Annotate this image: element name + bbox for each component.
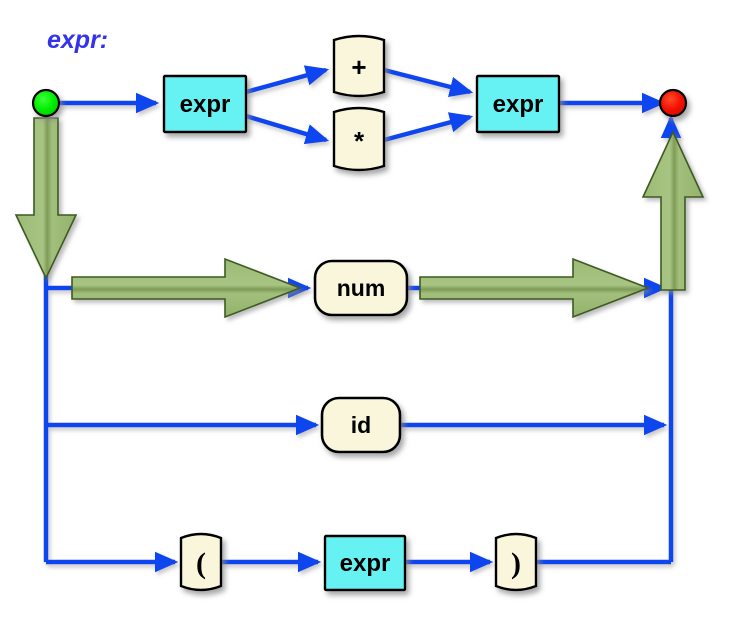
node-expr-left-label: expr <box>180 91 231 118</box>
node-paren-open[interactable]: ( <box>179 532 223 592</box>
node-expr-right[interactable]: expr <box>475 74 561 134</box>
node-term-num[interactable]: num <box>313 259 409 317</box>
rail-expr-to-times <box>245 113 330 145</box>
node-paren-close-shape <box>494 532 538 592</box>
node-op-times-label: * <box>354 126 365 156</box>
node-term-id[interactable]: id <box>320 396 402 454</box>
up-exit-arrow <box>641 130 705 291</box>
node-term-num-label: num <box>337 275 386 301</box>
rail-expr-to-plus <box>245 65 330 95</box>
node-expr-paren-shape <box>323 534 407 592</box>
rail-times-to-expr <box>383 112 474 143</box>
node-expr-paren-label: expr <box>340 550 391 577</box>
down-entry-arrow <box>14 117 78 280</box>
node-term-id-shape <box>320 396 402 454</box>
node-expr-paren[interactable]: expr <box>323 534 407 592</box>
diagram-title: expr: <box>47 26 108 54</box>
node-expr-right-shape <box>475 74 561 134</box>
node-paren-close[interactable]: ) <box>494 532 538 592</box>
node-expr-left[interactable]: expr <box>162 74 248 134</box>
node-paren-close-label: ) <box>511 547 521 580</box>
start-node[interactable] <box>31 88 61 118</box>
node-op-plus-label: + <box>351 52 366 82</box>
highlight-path-arrows <box>14 117 705 319</box>
node-expr-left-shape <box>162 74 248 134</box>
node-term-id-label: id <box>351 412 371 438</box>
node-expr-right-label: expr <box>493 91 544 118</box>
node-paren-open-label: ( <box>196 547 206 580</box>
node-term-num-shape <box>313 259 409 317</box>
end-node[interactable] <box>658 88 688 118</box>
rail-plus-to-expr <box>383 67 474 97</box>
node-op-plus-shape <box>332 34 386 98</box>
node-op-times-shape <box>332 106 386 172</box>
node-op-plus[interactable]: + <box>332 34 386 98</box>
node-paren-open-shape <box>179 532 223 592</box>
num-in-arrow <box>71 257 303 319</box>
node-op-times[interactable]: * <box>332 106 386 172</box>
num-out-arrow <box>419 257 651 319</box>
